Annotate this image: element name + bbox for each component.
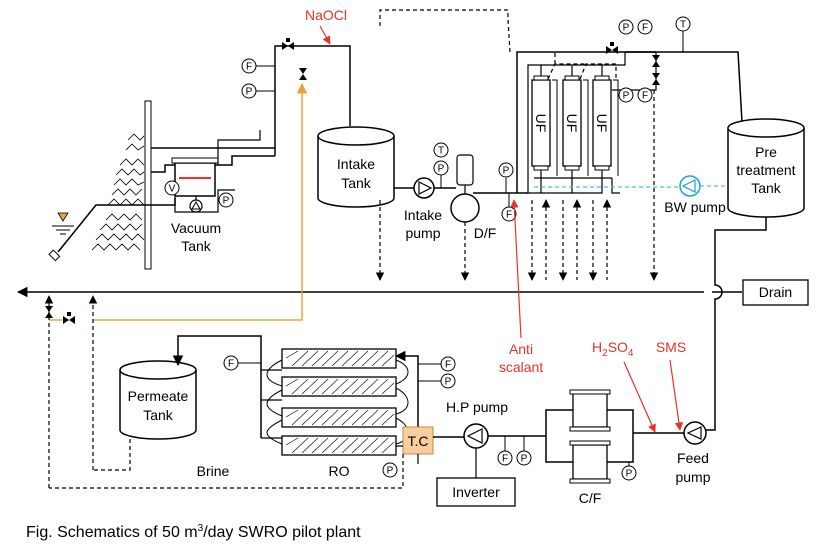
tc-box — [402, 426, 434, 455]
svg-text:F: F — [642, 23, 648, 34]
uf-gauge-p-mid: P — [618, 87, 634, 103]
intake-tank — [317, 126, 395, 208]
uf-modules — [516, 51, 656, 194]
inverter-label: Inverter — [452, 484, 500, 500]
svg-text:P: P — [223, 196, 230, 207]
h2so4-label: H2SO4 — [592, 339, 634, 359]
intake-pump-label-2: pump — [405, 225, 440, 241]
pretreatment-label: Pre — [755, 144, 777, 160]
cf-label: C/F — [579, 490, 602, 506]
tc-label: T.C — [408, 433, 429, 449]
naocl-label: NaOCl — [305, 7, 347, 23]
brine-label: Brine — [197, 463, 230, 479]
orange-recycle-line — [93, 82, 308, 321]
brine-gauge-p: P — [382, 462, 398, 478]
svg-text:F: F — [506, 210, 512, 221]
feed-pump-label: Feed — [677, 450, 709, 466]
intake-valve-vertical — [299, 68, 307, 80]
svg-text:P: P — [387, 466, 394, 477]
svg-text:P: P — [521, 454, 528, 465]
ro-gauge-f: F — [418, 356, 456, 372]
vacuum-tank-label: Vacuum — [171, 220, 221, 236]
permeate-gauge-f: F — [223, 355, 261, 371]
intake-pump-label: Intake — [404, 207, 442, 223]
inverter-box — [436, 477, 516, 507]
intake-main-line — [274, 45, 351, 156]
sea-intake — [48, 100, 275, 270]
hp-pump-label: H.P pump — [446, 399, 508, 415]
intake-gauge-f: F — [241, 58, 275, 74]
ro-label: RO — [329, 463, 350, 479]
permeate-tank — [119, 360, 197, 440]
intake-tank-label: Intake — [337, 156, 375, 172]
df-label: D/F — [474, 225, 497, 241]
svg-text:P: P — [623, 91, 630, 102]
drain-box — [742, 279, 809, 306]
feed-pump-icon — [683, 421, 707, 445]
svg-text:F: F — [228, 359, 234, 370]
intake-gauge-p: P — [241, 83, 275, 99]
orange-valve — [63, 312, 75, 324]
pretreatment-tank — [727, 118, 805, 218]
svg-text:F: F — [642, 91, 648, 102]
df-gauge-p: P — [433, 160, 449, 188]
uf-valve-top — [606, 42, 618, 54]
uf-gauge-f-mid: F — [637, 87, 653, 103]
intake-pump-icon — [413, 177, 435, 199]
svg-text:V: V — [169, 184, 176, 195]
cf-gauge-p: P — [621, 462, 637, 481]
cartridge-filters — [545, 389, 684, 484]
svg-text:T: T — [438, 146, 444, 157]
intake-tank-label-2: Tank — [341, 175, 372, 191]
uf-label-3: UF — [594, 114, 610, 133]
ro-membranes — [266, 348, 409, 456]
disc-filter — [450, 154, 480, 223]
svg-text:F: F — [502, 454, 508, 465]
permeate-tank-label: Permeate — [128, 388, 189, 404]
hp-gauge-p: P — [516, 436, 532, 466]
vacuum-gauge-v: V — [164, 180, 180, 196]
df-gauge-t: T — [433, 142, 449, 158]
feed-pump-label-2: pump — [675, 469, 710, 485]
uf-inlet-gauge-p: P — [498, 162, 514, 193]
svg-text:F: F — [246, 62, 252, 73]
svg-text:P: P — [623, 23, 630, 34]
ro-gauge-p: P — [418, 373, 456, 389]
bw-pump-label: BW pump — [664, 199, 726, 215]
permeate-tank-label-2: Tank — [143, 407, 174, 423]
vacuum-tank-label-2: Tank — [181, 238, 212, 254]
hp-pump-icon — [463, 423, 489, 449]
drain-label: Drain — [759, 284, 792, 300]
figure-caption: Fig. Schematics of 50 m3/day SWRO pilot … — [26, 523, 361, 541]
svg-text:F: F — [445, 360, 451, 371]
uf-label-2: UF — [564, 114, 580, 133]
svg-text:P: P — [445, 377, 452, 388]
uf-gauge-p-top: P — [618, 19, 634, 35]
uf-label-1: UF — [533, 114, 549, 133]
svg-text:P: P — [503, 166, 510, 177]
uf-inlet-gauge-f: F — [501, 193, 517, 222]
svg-text:P: P — [626, 469, 633, 480]
uf-drain-lines — [375, 9, 659, 281]
sms-label: SMS — [656, 339, 686, 355]
svg-text:T: T — [680, 20, 686, 31]
pretreatment-label-2: treatment — [736, 162, 795, 178]
vacuum-gauge-p: P — [218, 192, 234, 208]
svg-text:P: P — [246, 87, 253, 98]
intake-valve — [282, 38, 294, 50]
bw-pump-icon — [679, 175, 701, 197]
pretreatment-label-3: Tank — [751, 180, 782, 196]
svg-text:P: P — [438, 164, 445, 175]
hp-gauge-f: F — [497, 436, 513, 466]
anti-scalant-label: Anti — [509, 341, 533, 357]
uf-gauge-f-top: F — [637, 19, 653, 35]
uf-gauge-t-top: T — [675, 16, 691, 52]
anti-scalant-label-2: scalant — [499, 359, 543, 375]
